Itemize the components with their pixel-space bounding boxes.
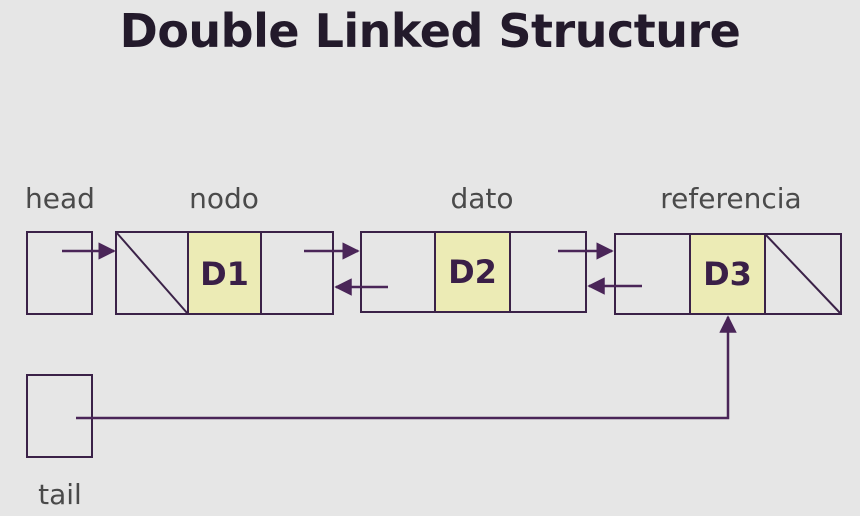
node-d2-data-cell xyxy=(434,231,511,313)
node-d1-next-cell xyxy=(260,231,334,315)
referencia-label: referencia xyxy=(660,182,801,215)
node-d1-data-cell xyxy=(187,231,262,315)
nodo-label: nodo xyxy=(189,182,259,215)
node-d2-next-cell xyxy=(509,231,587,313)
tail-pointer-box xyxy=(26,374,93,458)
node-d1: D1 xyxy=(115,231,334,315)
node-d2-prev-cell xyxy=(360,231,436,313)
node-d2: D2 xyxy=(360,231,587,313)
null-prev-slash xyxy=(115,231,189,315)
node-d2-value: D2 xyxy=(448,253,497,291)
node-d3-next-cell xyxy=(764,233,842,315)
tail-label: tail xyxy=(38,478,82,511)
node-d3-prev-cell xyxy=(614,233,691,315)
head-pointer-box xyxy=(26,231,93,315)
tail-to-d3-arrow xyxy=(76,315,737,420)
node-d3: D3 xyxy=(614,233,842,315)
node-d1-value: D1 xyxy=(200,255,249,293)
node-d3-value: D3 xyxy=(703,255,752,293)
null-next-slash xyxy=(764,233,842,315)
diagram-title: Double Linked Structure xyxy=(119,4,741,58)
dato-label: dato xyxy=(450,182,513,215)
head-label: head xyxy=(25,182,95,215)
